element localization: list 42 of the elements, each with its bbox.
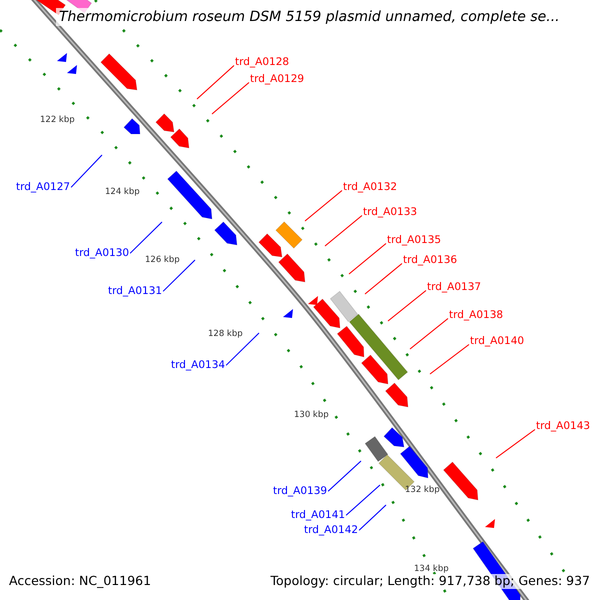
gene-label: trd_A0142	[304, 525, 358, 536]
leader-line	[130, 222, 162, 254]
leader-line	[358, 504, 386, 531]
leader-line	[212, 82, 250, 114]
leader-line	[162, 260, 196, 292]
leader-line	[388, 290, 426, 322]
leader-line	[328, 460, 362, 492]
gene-label: trd_A0132	[343, 182, 398, 192]
scale-label: 132 kbp	[405, 486, 440, 494]
gene-label: trd_A0137	[427, 282, 482, 292]
gene-label: trd_A0133	[363, 207, 418, 218]
gene-label: trd_A0136	[403, 255, 458, 266]
gene-label: trd_A0130	[75, 248, 130, 258]
gene-label: trd_A0140	[470, 336, 524, 346]
gene-label: trd_A0128	[235, 57, 290, 68]
leader-line	[304, 190, 342, 222]
scale-label: 130 kbp	[294, 411, 329, 420]
leader-line	[324, 215, 362, 246]
scale-label: 128 kbp	[208, 330, 243, 338]
gene-label: trd_A0129	[250, 74, 304, 84]
scale-label: 134 kbp	[414, 565, 449, 574]
leader-line	[364, 263, 402, 294]
leader-line	[346, 484, 380, 516]
leader-line	[430, 344, 470, 374]
leader-line	[348, 243, 386, 274]
gene-label: trd_A0138	[449, 310, 504, 320]
gene-label: trd_A0127	[16, 182, 70, 192]
leader-line	[226, 332, 260, 366]
gene-label: trd_A0143	[536, 421, 590, 432]
gene-label: trd_A0139	[273, 486, 328, 496]
gene-label: trd_A0141	[291, 510, 346, 520]
gene-label: trd_A0135	[387, 235, 442, 246]
gene-label: trd_A0131	[108, 286, 162, 296]
leader-line	[196, 65, 234, 100]
scale-label: 124 kbp	[105, 188, 140, 196]
leader-line	[410, 318, 448, 350]
leader-line	[70, 154, 102, 188]
scale-label: 122 kbp	[40, 116, 75, 124]
scale-label: 126 kbp	[145, 256, 180, 264]
map-summary-label: Topology: circular; Length: 917,738 bp; Genes: 937	[268, 574, 592, 588]
leader-line	[496, 429, 536, 458]
gene-label: trd_A0134	[171, 360, 226, 370]
